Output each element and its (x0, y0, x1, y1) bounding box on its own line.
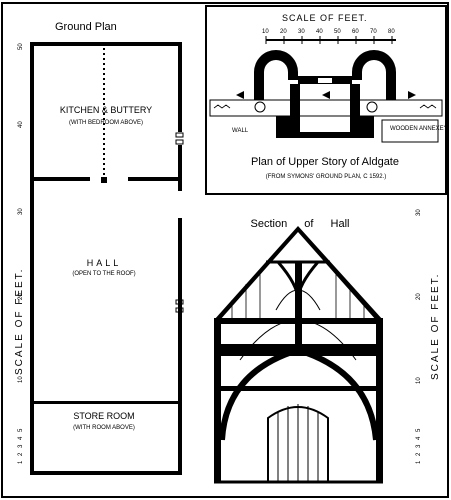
window-mark (175, 139, 184, 145)
right-scale-minor: 5 (416, 428, 422, 432)
ground-plan: Ground Plan KITCHEN & BUTTERY (WITH BEDR… (30, 21, 184, 475)
room-note-store: (WITH ROOM ABOVE) (73, 425, 135, 431)
aldgate-scale-tick: 30 (298, 29, 305, 35)
gatehouse-south-west (276, 116, 290, 138)
aldgate-scale-tick: 10 (262, 29, 269, 35)
room-name-kitchen: KITCHEN & BUTTERY (60, 105, 152, 115)
section-title: Section of Hall (251, 218, 350, 230)
kitchen-hall-wall-left (30, 177, 90, 181)
right-scale-label: SCALE OF FEET. (430, 273, 441, 380)
wall-label: WALL (232, 128, 249, 134)
aldgate-scale-tick: 80 (388, 29, 395, 35)
gatehouse-south-east (360, 116, 374, 138)
left-scale-tick: 50 (18, 43, 24, 50)
arrow-marker (322, 91, 330, 99)
ground-plan-east-wall-lower (178, 218, 182, 475)
aldgate-scale-tick: 50 (334, 29, 341, 35)
gatehouse-south (290, 132, 360, 138)
aldgate-scale-label: SCALE OF FEET. (282, 13, 368, 23)
left-tower (254, 50, 298, 100)
annexe-label: WOODEN ANNEXE? (390, 126, 448, 132)
left-scale-tick: 40 (18, 121, 24, 128)
left-scale-tick: 10 (18, 376, 24, 383)
mid-beam (221, 386, 376, 391)
arched-brace (219, 346, 379, 441)
left-scale: SCALE OF FEET. 50 40 30 20 10 1 2 3 4 5 (14, 43, 25, 464)
aldgate-source: (FROM SYMONS' GROUND PLAN, C 1592.) (266, 174, 387, 180)
kitchen-hall-wall-right (128, 177, 182, 181)
window-mark (175, 132, 184, 138)
gatehouse-door (318, 78, 332, 83)
inner-arch (239, 319, 357, 361)
right-scale-minor: 4 (416, 436, 422, 440)
left-scale-tick: 30 (18, 208, 24, 215)
window-mark (175, 307, 184, 313)
left-scale-label: SCALE OF FEET. (14, 268, 25, 375)
city-wall-band (209, 99, 443, 117)
aldgate-scale-tick: 70 (370, 29, 377, 35)
left-scale-minor: 5 (18, 428, 24, 432)
rafters (231, 270, 365, 318)
aldgate-scale-tick: 40 (316, 29, 323, 35)
stair-circle (254, 101, 266, 113)
aldgate-frame (205, 5, 447, 195)
ground-plan-title: Ground Plan (55, 21, 117, 33)
section-post-right (376, 320, 383, 482)
right-scale: SCALE OF FEET. 30 20 10 1 2 3 4 5 (416, 209, 441, 464)
ground-plan-east-wall-upper (178, 42, 182, 132)
aldgate-scale-tick: 20 (280, 29, 287, 35)
room-name-store: STORE ROOM (73, 411, 134, 421)
right-scale-tick: 30 (416, 209, 422, 216)
right-scale-minor: 3 (416, 444, 422, 448)
screen-mullions (277, 404, 319, 482)
left-scale-minor: 4 (18, 436, 24, 440)
king-post-braces (276, 261, 320, 301)
arrow-marker (408, 91, 416, 99)
arrow-marker (236, 91, 244, 99)
partition-post (101, 177, 107, 183)
hall-section: Section of Hall (214, 218, 383, 484)
upper-arch (275, 289, 321, 311)
room-note-hall: (OPEN TO THE ROOF) (72, 271, 135, 277)
gatehouse-east (350, 84, 360, 136)
right-scale-tick: 10 (416, 377, 422, 384)
left-scale-minor: 3 (18, 444, 24, 448)
aldgate-scale-tick: 60 (352, 29, 359, 35)
ground-plan-south-wall (30, 471, 182, 475)
aldgate-title: Plan of Upper Story of Aldgate (251, 156, 399, 168)
gatehouse-west (290, 84, 300, 136)
left-scale-minor: 1 (18, 460, 24, 464)
annexe-outline (381, 119, 439, 143)
right-scale-minor: 2 (416, 452, 422, 456)
hall-store-wall (30, 401, 182, 404)
left-scale-minor: 2 (18, 452, 24, 456)
left-scale-tick: 20 (18, 293, 24, 300)
stair-circle (366, 101, 378, 113)
room-name-hall: HALL (87, 258, 122, 268)
aldgate-scale-ticks (265, 36, 393, 44)
aldgate-inset: SCALE OF FEET. 10 20 30 40 50 60 70 80 (205, 5, 448, 195)
right-scale-tick: 20 (416, 293, 422, 300)
room-note-kitchen: (WITH BEDROOM ABOVE) (69, 120, 143, 126)
window-mark (175, 299, 184, 305)
ground-plan-west-wall (30, 44, 34, 475)
king-post (295, 262, 302, 346)
ground-plan-north-wall (30, 42, 182, 46)
right-scale-minor: 1 (416, 460, 422, 464)
right-tower (352, 50, 396, 100)
wall-hatch (213, 104, 437, 109)
ground-plan-east-wall-mid (178, 145, 182, 191)
section-post-left (214, 320, 221, 482)
